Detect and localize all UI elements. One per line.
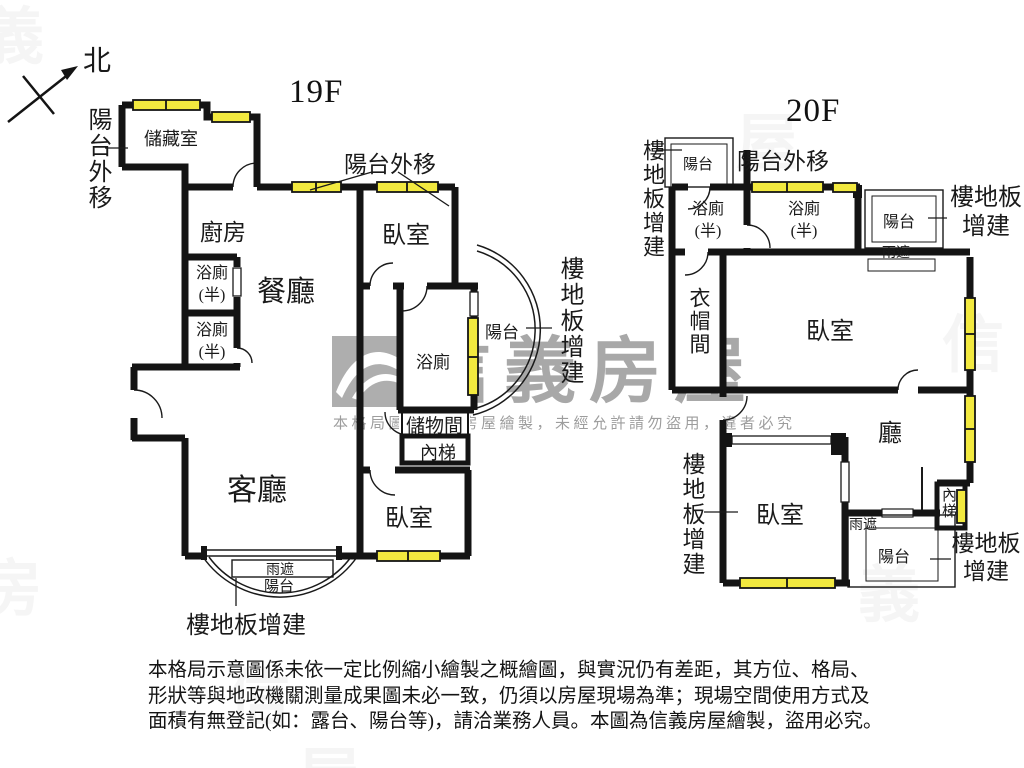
floor-addition-arcs xyxy=(202,244,542,598)
label-leader-lines xyxy=(105,147,951,606)
room-label-bedroom-top-19f: 臥室 xyxy=(382,223,430,249)
room-label-storeroom-19f: 儲物間 xyxy=(406,416,464,437)
room-label-closet-20f: 衣帽間 xyxy=(687,287,711,356)
room-label-bedroom-bottom-20f: 臥室 xyxy=(756,503,804,529)
faint-watermark-glyph: 屋 xyxy=(298,726,360,768)
bath-half-note: (半) xyxy=(694,222,722,240)
bath-half-text: 浴廁 xyxy=(195,265,228,282)
room-label-living-19f: 客廳 xyxy=(227,474,287,507)
label-floor-add-bottom-19f: 樓地板增建 xyxy=(186,613,306,639)
label-floor-add-bottomright-20f: 樓地板增建 xyxy=(951,531,1021,584)
room-label-bath-half-1-19f: 浴廁 (半) xyxy=(189,263,235,306)
faint-watermark-glyph: 信 xyxy=(228,666,291,734)
bath-half-note: (半) xyxy=(198,343,226,361)
window-markers xyxy=(132,99,976,589)
faint-watermark-glyph: 義 xyxy=(858,562,921,630)
faint-watermark-glyph: 房 xyxy=(0,556,43,624)
room-label-bath-19f: 浴廁 xyxy=(416,353,450,372)
label-floor-add-topleft-20f: 樓地板增建 xyxy=(640,139,665,259)
room-label-bath-half-2-20f: 浴廁 (半) xyxy=(781,199,827,242)
label-rain-cover-top-20f: 雨遮 xyxy=(882,246,910,261)
stairs-box-19f xyxy=(399,433,471,466)
label-floor-add-right-19f: 樓地板增建 xyxy=(556,256,582,386)
label-balcony-out-top-19f: 陽台外移 xyxy=(344,152,436,177)
wall-opening-markers xyxy=(232,267,850,503)
label-rain-cover-bottom-20f: 雨遮 xyxy=(849,518,877,533)
sliding-door-lines xyxy=(201,433,914,560)
disclaimer-text: 本格局示意圖係未依一定比例縮小繪製之概繪圖，與實況仍有差距，其方位、格局、 形狀… xyxy=(148,658,923,735)
sinyi-roof-logo xyxy=(332,336,408,407)
room-label-storage-19f: 儲藏室 xyxy=(144,129,198,149)
room-label-bedroom-bottom-19f: 臥室 xyxy=(385,506,433,532)
disclaimer-line-3: 面積有無登記(如：露台、陽台等)，請洽業務人員。本圖為信義房屋繪製，盜用必究。 xyxy=(148,711,883,732)
bath-half-text: 浴廁 xyxy=(691,201,724,218)
room-label-balcony-out-left-19f: 陽台外移 xyxy=(84,107,110,211)
room-label-balcony-bottom-20f: 陽台 xyxy=(878,549,911,566)
room-label-balcony-right-19f: 陽台 xyxy=(485,323,519,342)
north-compass xyxy=(7,66,78,123)
bath-half-text: 浴廁 xyxy=(787,201,820,218)
label-rain-cover-19f: 雨遮 xyxy=(266,563,294,578)
room-label-stairs-20f: 內梯 xyxy=(940,487,956,519)
door-arcs xyxy=(133,162,923,510)
label-balcony-bottom-19f: 陽台 xyxy=(264,579,295,595)
room-label-balcony-topright-20f: 陽台 xyxy=(883,214,916,231)
bath-half-note: (半) xyxy=(790,222,818,240)
label-floor-add-bottomleft-20f: 樓地板增建 xyxy=(679,452,704,577)
floor-title-19f: 19F xyxy=(289,74,344,110)
room-label-kitchen-19f: 廚房 xyxy=(200,220,246,245)
disclaimer-line-1: 本格局示意圖係未依一定比例縮小繪製之概繪圖，與實況仍有差距，其方位、格局、 xyxy=(148,660,870,681)
disclaimer-line-2: 形狀等與地政機關測量成果圖未必一致，仍須以房屋現場為準；現場空間使用方式及 xyxy=(148,685,870,707)
bath-half-note: (半) xyxy=(198,286,226,304)
walls-20f xyxy=(668,150,974,587)
room-label-stairs-19f: 內梯 xyxy=(420,443,456,463)
bath-half-text: 浴廁 xyxy=(195,322,228,339)
room-label-dining-19f: 餐廳 xyxy=(257,276,316,308)
room-label-bedroom-top-20f: 臥室 xyxy=(806,319,854,345)
faint-watermark-glyph: 義 xyxy=(0,4,45,72)
room-label-hall-20f: 廳 xyxy=(878,421,902,447)
label-balcony-out-20f: 陽台外移 xyxy=(737,149,829,174)
room-label-bath-half-2-19f: 浴廁 (半) xyxy=(189,320,235,363)
label-floor-add-topright-20f: 樓地板增建 xyxy=(950,185,1022,240)
room-label-balcony-topleft-20f: 陽台 xyxy=(683,157,714,173)
floor-title-20f: 20F xyxy=(786,93,841,129)
room-label-bath-half-1-20f: 浴廁 (半) xyxy=(685,199,731,242)
north-label: 北 xyxy=(83,46,112,77)
